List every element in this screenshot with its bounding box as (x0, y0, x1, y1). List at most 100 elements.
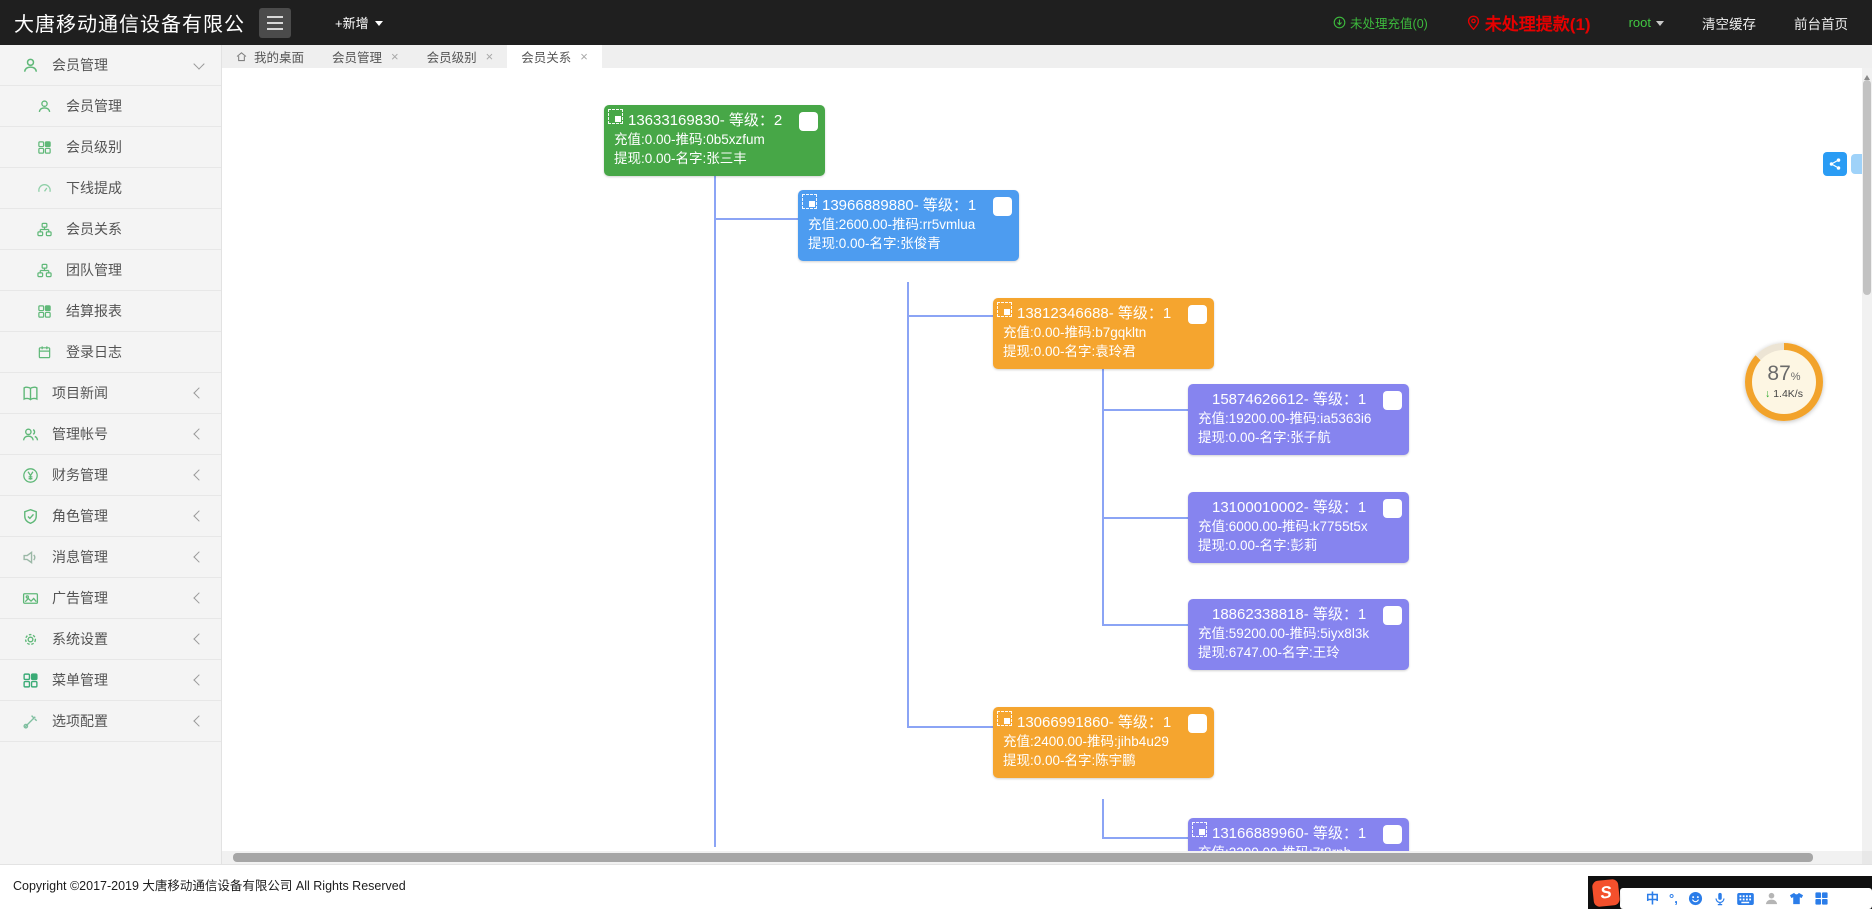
sidebar-item-label: 角色管理 (52, 508, 108, 524)
sidebar-group-menu-management[interactable]: 菜单管理 (0, 660, 221, 701)
clear-cache-link[interactable]: 清空缓存 (1702, 16, 1756, 32)
scroll-up-arrow-icon[interactable] (1864, 72, 1870, 80)
hamburger-menu-button[interactable] (259, 7, 291, 38)
expand-icon[interactable] (802, 194, 817, 209)
sidebar-item-label: 下线提成 (66, 180, 122, 196)
node-checkbox[interactable] (1383, 825, 1402, 844)
sidebar-item-label: 消息管理 (52, 549, 108, 565)
vertical-scrollbar-thumb[interactable] (1863, 80, 1871, 295)
tree-connector-line (714, 176, 716, 847)
member-node[interactable]: 13966889880- 等级：1 充值:2600.00-推码:rr5vmlua… (798, 190, 1019, 261)
sidebar-group-options-config[interactable]: 选项配置 (0, 701, 221, 742)
book-icon (22, 385, 39, 402)
node-recharge: 充值:6000.00-推码:k7755t5x (1198, 519, 1368, 534)
tab-member-management[interactable]: 会员管理 × (318, 45, 413, 68)
sogou-logo-icon[interactable]: S (1591, 878, 1621, 908)
tab-label: 我的桌面 (254, 51, 305, 65)
add-new-label: +新增 (335, 16, 369, 31)
node-title: 13166889960- 等级：1 (1212, 825, 1367, 842)
node-title: 13966889880- 等级：1 (822, 197, 977, 214)
download-progress-widget[interactable]: 87% ↓ 1.4K/s (1745, 343, 1823, 421)
punctuation-icon[interactable]: °, (1669, 891, 1678, 906)
expand-icon[interactable] (997, 302, 1012, 317)
node-withdraw: 提现:0.00-名字:张俊青 (808, 236, 941, 251)
user-menu[interactable]: root (1629, 15, 1664, 30)
sidebar-item-label: 管理帐号 (52, 426, 108, 442)
person-icon (36, 98, 53, 115)
expand-icon[interactable] (608, 109, 623, 124)
caret-down-icon (374, 20, 383, 30)
node-checkbox[interactable] (1383, 391, 1402, 410)
sidebar-item-member-level[interactable]: 会员级别 (0, 127, 221, 168)
sidebar-item-member-relation[interactable]: 会员关系 (0, 209, 221, 250)
gear-icon (22, 631, 39, 648)
member-node[interactable]: 13166889960- 等级：1 充值:2200.00-推码:7t8rnb (1188, 818, 1409, 851)
chinese-mode-icon[interactable]: 中 (1646, 891, 1660, 906)
member-node[interactable]: 13100010002- 等级：1 充值:6000.00-推码:k7755t5x… (1188, 492, 1409, 563)
sidebar-item-member-management[interactable]: 会员管理 (0, 86, 221, 127)
tab-my-desktop[interactable]: 我的桌面 (221, 45, 318, 68)
sidebar-item-label: 系统设置 (52, 631, 108, 647)
horizontal-scrollbar-thumb[interactable] (233, 853, 1813, 862)
node-checkbox[interactable] (1188, 305, 1207, 324)
horizontal-scrollbar[interactable] (221, 851, 1862, 864)
account-icon[interactable] (1764, 891, 1779, 906)
close-icon[interactable]: × (391, 49, 399, 64)
sidebar-group-ads-management[interactable]: 广告管理 (0, 578, 221, 619)
tree-connector-line (1102, 369, 1104, 626)
keyboard-icon[interactable] (1737, 892, 1754, 905)
notebook-icon (36, 344, 53, 361)
emoji-icon[interactable] (1688, 891, 1703, 906)
close-icon[interactable]: × (580, 49, 588, 64)
share-button[interactable] (1823, 152, 1847, 176)
tree-connector-line (907, 726, 993, 728)
member-node[interactable]: 13812346688- 等级：1 充值:0.00-推码:b7gqkltn 提现… (993, 298, 1214, 369)
sidebar-item-label: 会员管理 (52, 57, 108, 73)
sidebar-item-downline-commission[interactable]: 下线提成 (0, 168, 221, 209)
expand-icon[interactable] (997, 711, 1012, 726)
node-recharge: 充值:2400.00-推码:jihb4u29 (1003, 734, 1169, 749)
sidebar-item-label: 登录日志 (66, 344, 122, 360)
sidebar-item-team-management[interactable]: 团队管理 (0, 250, 221, 291)
expand-icon[interactable] (1192, 822, 1207, 837)
tools-icon (22, 713, 39, 730)
sidebar-item-login-log[interactable]: 登录日志 (0, 332, 221, 373)
node-checkbox[interactable] (1188, 714, 1207, 733)
node-recharge: 充值:59200.00-推码:5iyx8l3k (1198, 626, 1370, 641)
node-title: 13633169830- 等级：2 (628, 112, 783, 129)
member-node[interactable]: 18862338818- 等级：1 充值:59200.00-推码:5iyx8l3… (1188, 599, 1409, 670)
member-node[interactable]: 13633169830- 等级：2 充值:0.00-推码:0b5xzfum 提现… (604, 105, 825, 176)
tab-member-relation[interactable]: 会员关系 × (507, 45, 602, 68)
chevron-left-icon (193, 674, 205, 686)
close-icon[interactable]: × (485, 49, 494, 64)
pending-recharge-link[interactable]: 未处理充值(0) (1333, 13, 1428, 32)
sidebar-group-system-settings[interactable]: 系统设置 (0, 619, 221, 660)
tab-member-level[interactable]: 会员级别 × (413, 45, 508, 68)
pending-withdraw-link[interactable]: 未处理提款(1) (1466, 10, 1591, 35)
person-icon (22, 57, 39, 74)
sidebar-group-message-management[interactable]: 消息管理 (0, 537, 221, 578)
vertical-scrollbar[interactable] (1862, 68, 1872, 864)
front-home-link[interactable]: 前台首页 (1794, 16, 1848, 32)
member-node[interactable]: 13066991860- 等级：1 充值:2400.00-推码:jihb4u29… (993, 707, 1214, 778)
member-relation-tree-canvas[interactable]: 13633169830- 等级：2 充值:0.00-推码:0b5xzfum 提现… (221, 68, 1862, 851)
sidebar-group-project-news[interactable]: 项目新闻 (0, 373, 221, 414)
sidebar-group-finance[interactable]: 财务管理 (0, 455, 221, 496)
sidebar: 会员管理 会员管理 会员级别 下线提成 会员关系 (0, 45, 222, 864)
add-new-button[interactable]: +新增 (335, 13, 383, 32)
node-checkbox[interactable] (1383, 499, 1402, 518)
node-checkbox[interactable] (1383, 606, 1402, 625)
toolbox-grid-icon[interactable] (1814, 891, 1829, 906)
node-recharge: 充值:2600.00-推码:rr5vmlua (808, 217, 976, 232)
sidebar-group-role-management[interactable]: 角色管理 (0, 496, 221, 537)
microphone-icon[interactable] (1713, 891, 1727, 906)
sidebar-item-settlement-report[interactable]: 结算报表 (0, 291, 221, 332)
sidebar-group-member-management[interactable]: 会员管理 (0, 45, 221, 86)
sidebar-group-admin-accounts[interactable]: 管理帐号 (0, 414, 221, 455)
collapsed-toolbar-button[interactable] (1851, 154, 1862, 174)
member-node[interactable]: 15874626612- 等级：1 充值:19200.00-推码:ia5363i… (1188, 384, 1409, 455)
skin-icon[interactable] (1789, 891, 1804, 906)
tree-connector-line (1102, 409, 1188, 411)
node-checkbox[interactable] (799, 112, 818, 131)
node-checkbox[interactable] (993, 197, 1012, 216)
